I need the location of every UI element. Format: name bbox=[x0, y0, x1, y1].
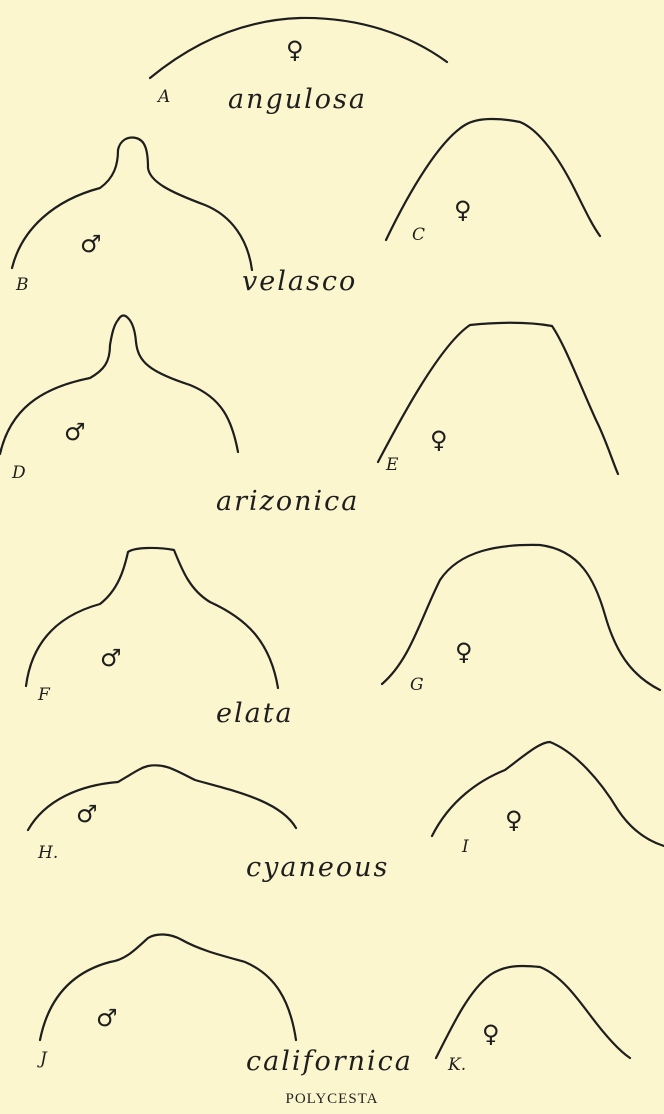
figure-letter-i: I bbox=[461, 837, 469, 857]
figure-g: ♀ G bbox=[382, 545, 660, 695]
male-symbol-d: ♂ bbox=[64, 418, 86, 446]
figure-letter-c: C bbox=[412, 225, 425, 245]
figure-b: ♂ B bbox=[12, 138, 252, 296]
plate-caption: POLYCESTA bbox=[286, 1091, 379, 1107]
figure-f: ♂ F bbox=[26, 548, 278, 705]
female-symbol-k: ♀ bbox=[482, 1020, 500, 1048]
female-symbol-a: ♀ bbox=[286, 36, 304, 64]
female-symbol-g: ♀ bbox=[455, 638, 473, 666]
figure-letter-g: G bbox=[410, 675, 424, 695]
species-label-cyaneous: cyaneous bbox=[246, 852, 389, 883]
figure-letter-f: F bbox=[37, 685, 51, 705]
outline-j bbox=[40, 934, 296, 1040]
outline-d bbox=[0, 316, 238, 454]
figure-letter-b: B bbox=[15, 275, 29, 295]
figure-c: ♀ C bbox=[386, 119, 600, 245]
female-symbol-i: ♀ bbox=[505, 806, 523, 834]
male-symbol-j: ♂ bbox=[96, 1004, 118, 1032]
male-symbol-h: ♂ bbox=[76, 800, 98, 828]
outline-i bbox=[432, 742, 664, 846]
species-label-velasco: velasco bbox=[242, 266, 357, 297]
male-symbol-f: ♂ bbox=[100, 644, 122, 672]
figure-letter-d: D bbox=[11, 463, 26, 483]
figure-h: ♂ H. bbox=[28, 765, 296, 863]
outline-h bbox=[28, 765, 296, 830]
figure-k: ♀ K. bbox=[436, 966, 630, 1075]
outline-e bbox=[378, 323, 618, 474]
female-symbol-e: ♀ bbox=[430, 426, 448, 454]
figure-e: ♀ E bbox=[378, 323, 618, 475]
outline-k bbox=[436, 966, 630, 1058]
species-label-elata: elata bbox=[216, 698, 294, 729]
species-label-arizonica: arizonica bbox=[216, 486, 359, 517]
outline-b bbox=[12, 138, 252, 271]
figure-letter-a: A bbox=[156, 87, 170, 107]
outline-g bbox=[382, 545, 660, 690]
figure-d: ♂ D bbox=[0, 316, 238, 483]
species-label-californica: californica bbox=[246, 1046, 413, 1077]
figure-letter-j: J bbox=[37, 1049, 48, 1069]
figure-letter-e: E bbox=[385, 455, 399, 475]
female-symbol-c: ♀ bbox=[454, 196, 472, 224]
figure-letter-k: K. bbox=[447, 1055, 466, 1075]
outline-f bbox=[26, 548, 278, 688]
figure-i: ♀ I bbox=[432, 742, 664, 857]
figure-letter-h: H. bbox=[37, 843, 58, 863]
species-label-angulosa: angulosa bbox=[228, 84, 367, 115]
male-symbol-b: ♂ bbox=[80, 230, 102, 258]
outline-c bbox=[386, 119, 600, 240]
